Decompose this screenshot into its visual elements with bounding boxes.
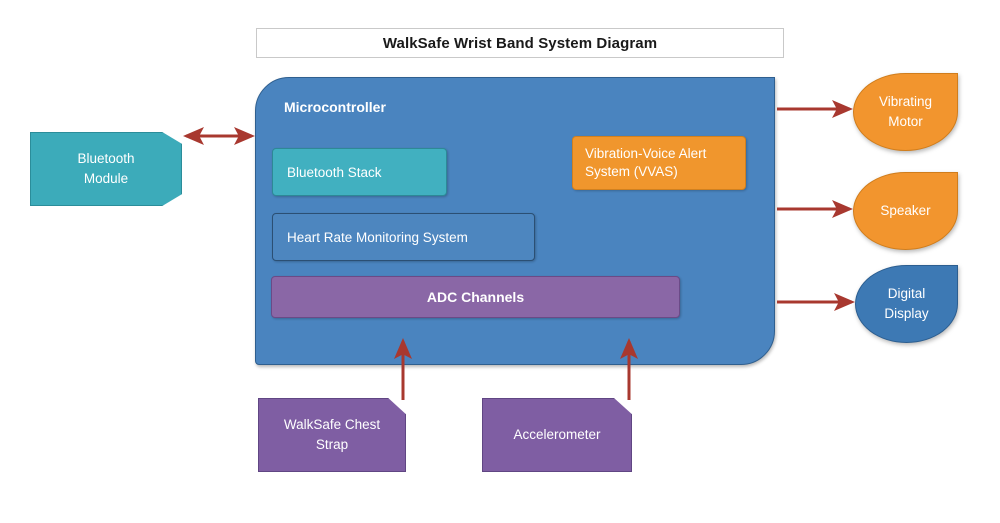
vvas-block[interactable]: Vibration-Voice Alert System (VVAS) bbox=[572, 136, 746, 190]
accelerometer-node[interactable]: Accelerometer bbox=[482, 398, 632, 472]
adc-channels-block[interactable]: ADC Channels bbox=[271, 276, 680, 318]
bluetooth-stack-label: Bluetooth Stack bbox=[287, 164, 382, 180]
walksafe-chest-strap-label-line2: Strap bbox=[315, 437, 349, 452]
walksafe-chest-strap-label-line1: WalkSafe Chest bbox=[283, 417, 381, 433]
adc-channels-label: ADC Channels bbox=[426, 289, 525, 305]
bluetooth-module-node[interactable]: Bluetooth Module bbox=[30, 132, 182, 206]
speaker-node[interactable]: Speaker bbox=[853, 172, 958, 250]
speaker-label: Speaker bbox=[880, 203, 931, 219]
bluetooth-module-label-line1: Bluetooth bbox=[77, 151, 135, 167]
microcontroller-label: Microcontroller bbox=[284, 99, 386, 115]
diagram-title-box: WalkSafe Wrist Band System Diagram bbox=[256, 28, 784, 58]
digital-display-label: Digital Display bbox=[884, 284, 928, 323]
walksafe-chest-strap-node[interactable]: WalkSafe Chest Strap bbox=[258, 398, 406, 472]
walksafe-chest-strap-label: WalkSafe Chest Strap bbox=[284, 415, 380, 454]
digital-display-label-line2: Display bbox=[884, 306, 929, 321]
vibrating-motor-label: Vibrating Motor bbox=[879, 92, 932, 131]
vibrating-motor-label-line1: Vibrating bbox=[878, 94, 933, 110]
accelerometer-label: Accelerometer bbox=[513, 427, 601, 443]
vibrating-motor-label-line2: Motor bbox=[888, 114, 923, 129]
diagram-title-text: WalkSafe Wrist Band System Diagram bbox=[382, 34, 658, 52]
microcontroller-node[interactable]: Microcontroller Bluetooth Stack Heart Ra… bbox=[255, 77, 775, 365]
heart-rate-monitoring-block[interactable]: Heart Rate Monitoring System bbox=[272, 213, 535, 261]
bluetooth-module-label-line2: Module bbox=[83, 171, 129, 186]
vibrating-motor-node[interactable]: Vibrating Motor bbox=[853, 73, 958, 151]
vvas-label-line1: Vibration-Voice Alert bbox=[585, 146, 707, 161]
vvas-label-line2: System (VVAS) bbox=[585, 164, 678, 180]
bluetooth-stack-block[interactable]: Bluetooth Stack bbox=[272, 148, 447, 196]
digital-display-label-line1: Digital bbox=[887, 286, 926, 302]
digital-display-node[interactable]: Digital Display bbox=[855, 265, 958, 343]
bluetooth-module-label: Bluetooth Module bbox=[77, 149, 134, 188]
heart-rate-monitoring-label: Heart Rate Monitoring System bbox=[287, 229, 468, 245]
